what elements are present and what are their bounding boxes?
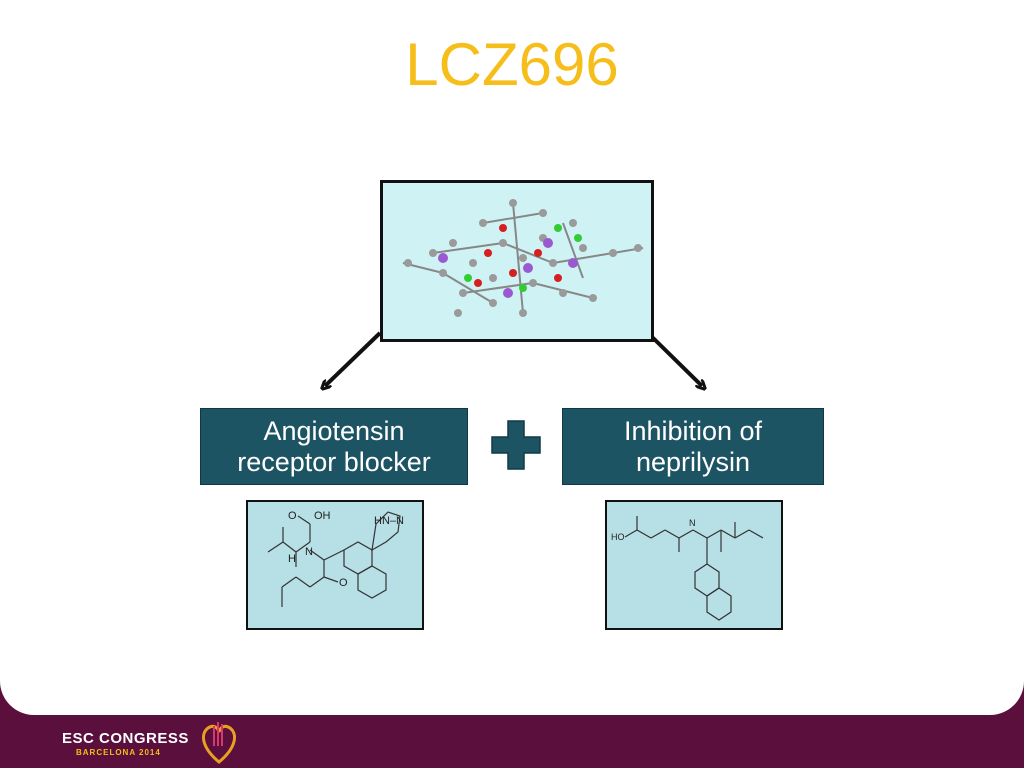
arb-label-line2: receptor blocker [237, 446, 431, 477]
molecule-3d-image [380, 180, 654, 342]
acid-ho-label: HO [611, 532, 625, 542]
logo-main-text: ESC CONGRESS [62, 730, 189, 747]
arb-label-line1: Angiotensin [263, 415, 405, 446]
acid-o-label: O [288, 510, 297, 522]
logo-sub-text: BARCELONA 2014 [76, 748, 161, 757]
sacubitril-structure: HO N [605, 500, 783, 630]
plus-icon [491, 420, 541, 470]
valsartan-structure: OH O N H O HN–N [246, 500, 424, 630]
arrow-left [325, 331, 382, 386]
slide-canvas: LCZ696 [0, 0, 1024, 715]
arrow-right [646, 331, 702, 386]
h-label: H [288, 553, 296, 565]
neprilysin-label-box: Inhibition of neprilysin [562, 408, 824, 485]
neprilysin-label-line1: Inhibition of [623, 415, 763, 446]
slide-title: LCZ696 [405, 31, 619, 98]
neprilysin-label-line2: neprilysin [635, 446, 751, 477]
amide-n-label: N [305, 546, 313, 558]
tetrazole-label: HN–N [374, 515, 404, 527]
esc-congress-logo: ESC CONGRESS BARCELONA 2014 [62, 730, 189, 757]
arb-label-box: Angiotensin receptor blocker [200, 408, 468, 485]
heart-logo-icon [201, 722, 237, 764]
amine-nh-label: N [689, 518, 696, 528]
valsartan-structure-icon: OH O N H O HN–N [267, 510, 404, 607]
amide-o-label: O [339, 577, 348, 589]
molecule-ball-stick-icon [402, 199, 644, 317]
acid-oh-label: OH [314, 510, 331, 522]
sacubitril-structure-icon: HO N [611, 516, 764, 621]
diagram-arrows [0, 331, 1024, 715]
